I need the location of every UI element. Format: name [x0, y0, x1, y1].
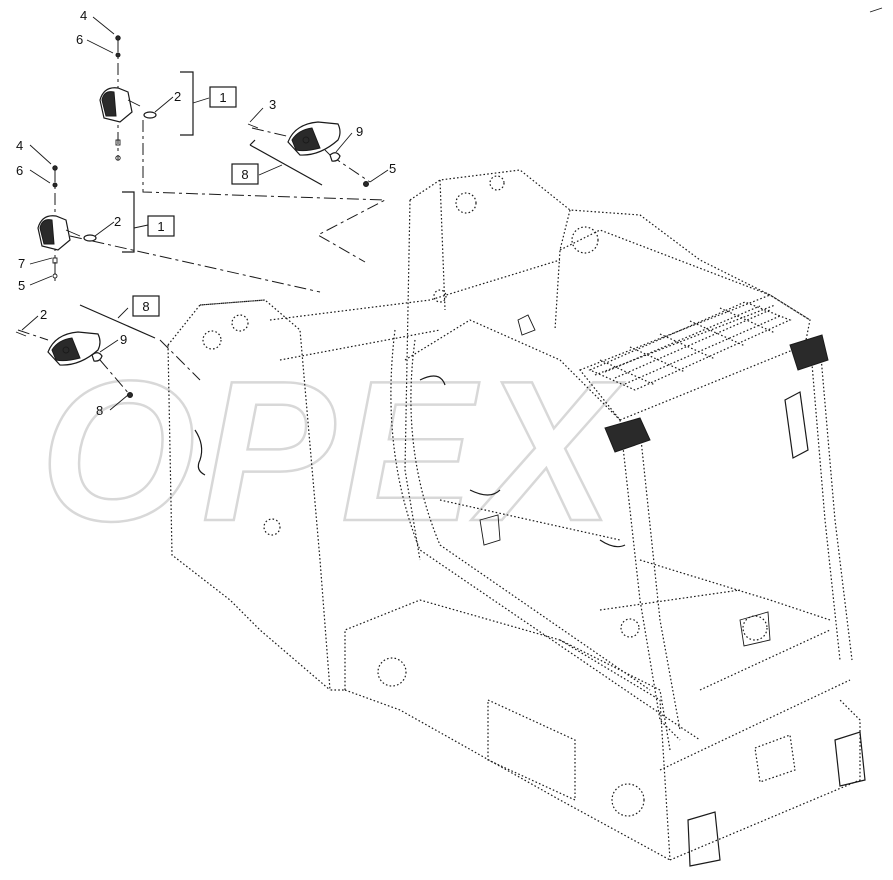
- box-1-top-frame: [209, 86, 237, 108]
- callout-4-top: 4: [80, 8, 87, 23]
- roof-light-right: [789, 334, 829, 371]
- callout-2-mid: 2: [114, 214, 121, 229]
- callout-8-low: 8: [96, 403, 103, 418]
- machine-frame: [167, 169, 866, 867]
- box-8-top: 8: [241, 167, 248, 182]
- oval-lamp-upper: [247, 121, 369, 187]
- callout-7: 7: [18, 256, 25, 271]
- callout-numbers: 4 6 2 3 9 5 4 6 2 7 5 2 9 8: [16, 8, 396, 418]
- callout-leaders: [21, 16, 389, 411]
- grommet-icon: [143, 111, 157, 119]
- watermark-logo: OPEX: [40, 340, 624, 563]
- callout-2-top: 2: [174, 89, 181, 104]
- lamp-assembly-middle: [37, 165, 97, 279]
- roof-grille: [588, 301, 792, 391]
- callout-6-mid: 6: [16, 163, 23, 178]
- box-1-top: 1: [219, 90, 226, 105]
- grommet-icon: [83, 234, 97, 242]
- callout-6-top: 6: [76, 32, 83, 47]
- callout-2-low: 2: [40, 307, 47, 322]
- callout-9-low: 9: [120, 332, 127, 347]
- callout-3: 3: [269, 97, 276, 112]
- boxed-labels: 1 8 1 8: [132, 86, 259, 317]
- callout-5-mid: 5: [18, 278, 25, 293]
- box-8-low: 8: [142, 299, 149, 314]
- callout-9-top: 9: [356, 124, 363, 139]
- callout-4-mid: 4: [16, 138, 23, 153]
- callout-5-top: 5: [389, 161, 396, 176]
- corner-mark: [869, 7, 883, 13]
- box-1-mid-frame: [147, 215, 175, 237]
- box-8-low-frame: [132, 295, 160, 317]
- lamp-assembly-top: [99, 35, 157, 161]
- box-8-top-frame: [231, 163, 259, 185]
- box-1-mid: 1: [157, 219, 164, 234]
- roof-light-left: [604, 417, 651, 453]
